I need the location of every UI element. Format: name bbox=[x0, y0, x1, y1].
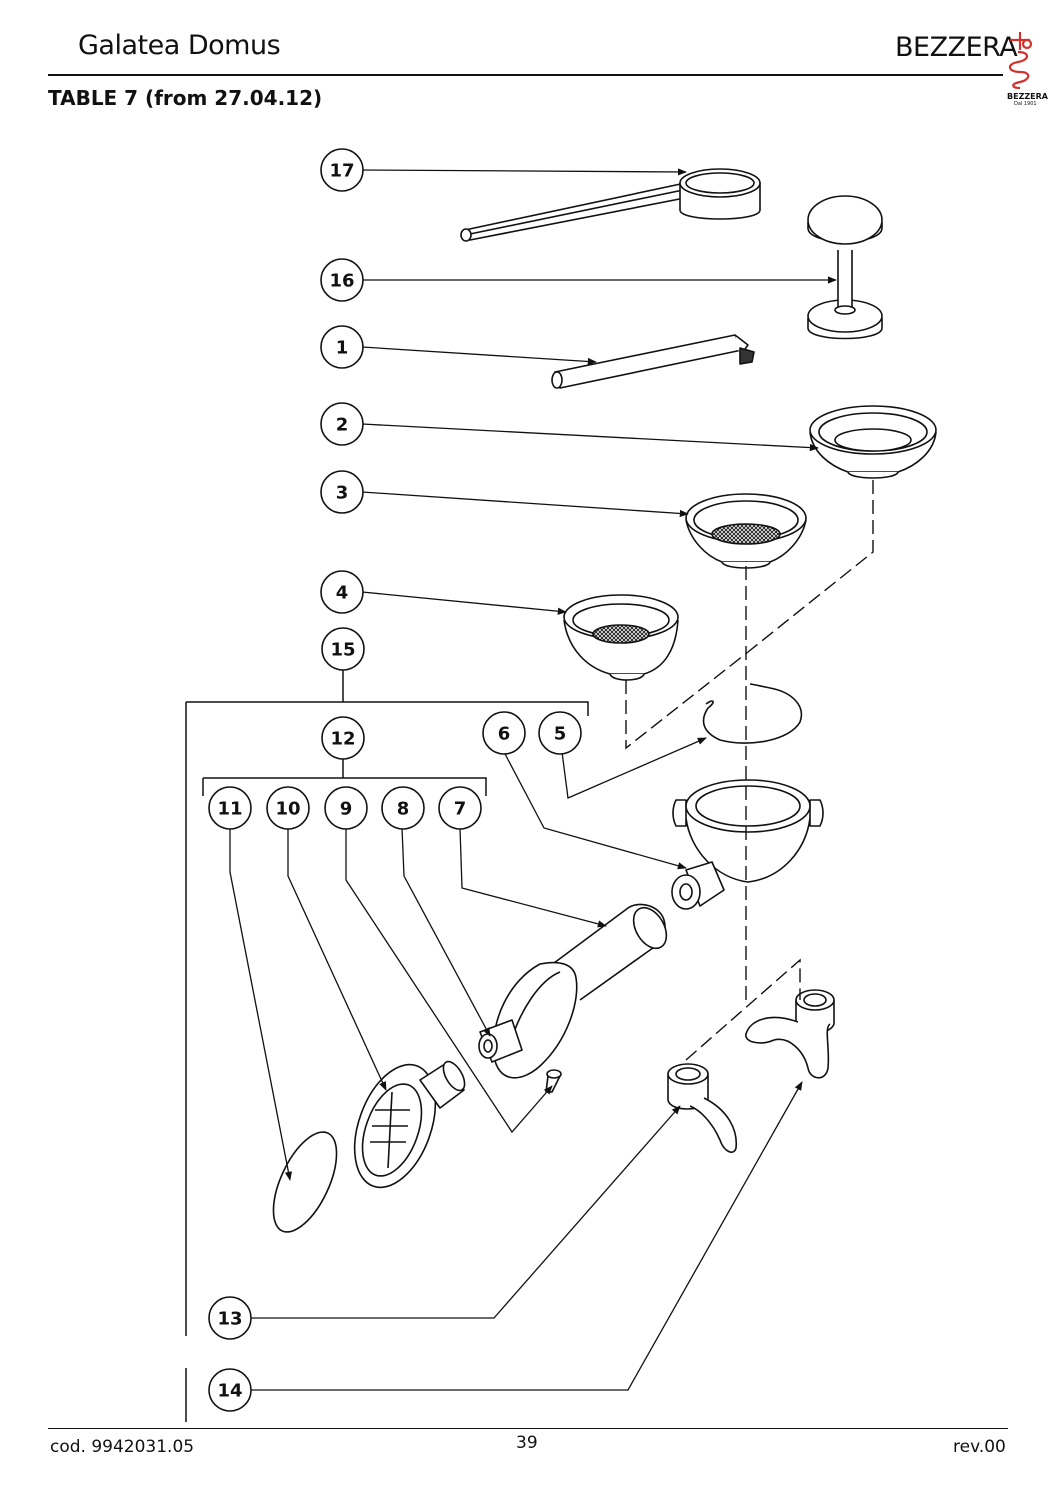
part-17-coffee-scoop bbox=[460, 168, 761, 242]
brand-name: BEZZERA bbox=[895, 32, 1018, 63]
callout-12: 12 bbox=[321, 716, 365, 760]
callout-1: 1 bbox=[320, 325, 364, 369]
callout-2: 2 bbox=[320, 402, 364, 446]
callout-10: 10 bbox=[266, 786, 310, 830]
document-title: Galatea Domus bbox=[78, 30, 281, 61]
brand-logo-since: Dal 1901 bbox=[1014, 101, 1037, 107]
part-16-tamper bbox=[807, 195, 883, 340]
callout-17: 17 bbox=[320, 148, 364, 192]
callout-2-label: 2 bbox=[336, 415, 349, 436]
part-4-filter-basket-single bbox=[563, 594, 679, 681]
callout-6-label: 6 bbox=[498, 724, 511, 745]
part-11-spout-cap bbox=[272, 1131, 338, 1233]
callout-17-label: 17 bbox=[329, 161, 354, 182]
callout-11: 11 bbox=[208, 786, 252, 830]
part-3-filter-basket bbox=[685, 493, 807, 569]
group-brackets bbox=[185, 668, 589, 1422]
footer-page-number: 39 bbox=[516, 1433, 538, 1453]
callout-10-label: 10 bbox=[275, 799, 300, 820]
callout-13-label: 13 bbox=[217, 1309, 242, 1330]
callout-15-label: 15 bbox=[330, 640, 355, 661]
callout-12-label: 12 bbox=[330, 729, 355, 750]
part-1-cleaning-brush bbox=[551, 334, 755, 389]
part-10-spout bbox=[353, 1060, 466, 1189]
callout-14-label: 14 bbox=[217, 1381, 242, 1402]
callout-3: 3 bbox=[320, 470, 364, 514]
callout-11-label: 11 bbox=[217, 799, 242, 820]
callout-8-label: 8 bbox=[397, 799, 410, 820]
callout-6: 6 bbox=[482, 711, 526, 755]
part-14-spout-piece-double bbox=[745, 989, 835, 1079]
callout-4-label: 4 bbox=[336, 583, 349, 604]
callout-16: 16 bbox=[320, 258, 364, 302]
callout-9-label: 9 bbox=[340, 799, 353, 820]
callout-9: 9 bbox=[324, 786, 368, 830]
callout-1-label: 1 bbox=[336, 338, 349, 359]
part-2-filter-basket-double bbox=[809, 405, 937, 479]
part-5-retaining-spring bbox=[702, 683, 803, 744]
callout-3-label: 3 bbox=[336, 483, 349, 504]
leader-lines bbox=[229, 168, 837, 1391]
callout-4: 4 bbox=[320, 570, 364, 614]
callout-13: 13 bbox=[208, 1296, 252, 1340]
part-13-spout-piece bbox=[667, 1063, 738, 1153]
footer-rule bbox=[48, 1428, 1008, 1429]
brand-logo-caption: BEZZERA bbox=[1007, 92, 1048, 101]
bezzera-logo-mark bbox=[1008, 32, 1033, 90]
callout-7-label: 7 bbox=[454, 799, 467, 820]
header-rule bbox=[48, 74, 1003, 76]
part-6-portafilter-body bbox=[671, 779, 824, 910]
callout-14: 14 bbox=[208, 1368, 252, 1412]
assembly-dashed-lines bbox=[625, 480, 874, 1061]
table-title: TABLE 7 (from 27.04.12) bbox=[48, 86, 323, 110]
callout-5: 5 bbox=[538, 711, 582, 755]
footer-revision: rev.00 bbox=[953, 1437, 1006, 1457]
callout-16-label: 16 bbox=[329, 271, 354, 292]
callout-8: 8 bbox=[381, 786, 425, 830]
callout-7: 7 bbox=[438, 786, 482, 830]
callout-15: 15 bbox=[321, 627, 365, 671]
callout-5-label: 5 bbox=[554, 724, 567, 745]
footer-document-code: cod. 9942031.05 bbox=[50, 1437, 195, 1457]
